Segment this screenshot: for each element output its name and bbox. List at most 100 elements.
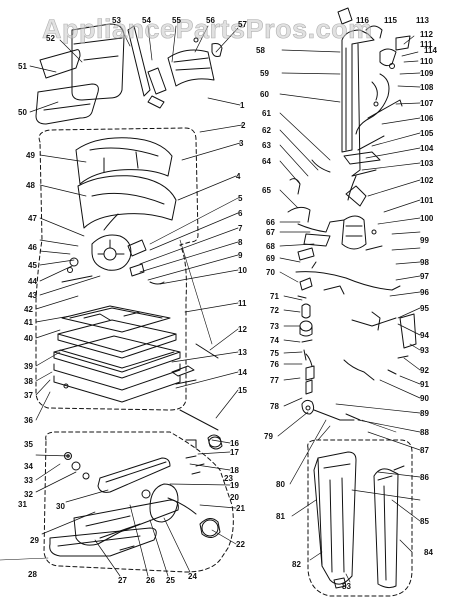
part-6-brush-holder bbox=[127, 239, 147, 257]
motor-housing-parts bbox=[53, 137, 181, 403]
callout-75: 75 bbox=[270, 349, 279, 358]
part-74-spacer bbox=[301, 339, 313, 343]
callout-95: 95 bbox=[420, 304, 429, 313]
part-92-clip bbox=[397, 355, 409, 359]
callout-54: 54 bbox=[142, 16, 151, 25]
callout-70: 70 bbox=[266, 268, 275, 277]
leader-lines bbox=[29, 25, 421, 583]
callout-65: 65 bbox=[262, 186, 271, 195]
callout-42: 42 bbox=[24, 305, 33, 314]
callout-100: 100 bbox=[420, 214, 434, 223]
part-90-wire bbox=[343, 359, 375, 381]
callout-98: 98 bbox=[420, 258, 429, 267]
connection-lines bbox=[317, 419, 397, 441]
part-42-shaft bbox=[61, 275, 93, 283]
callout-116: 116 bbox=[356, 16, 369, 25]
callout-34: 34 bbox=[24, 462, 33, 471]
part-28-base-plate bbox=[49, 527, 157, 557]
callout-22: 22 bbox=[236, 540, 245, 549]
part-113-cover bbox=[395, 35, 411, 51]
callout-26: 26 bbox=[146, 576, 155, 585]
callout-64: 64 bbox=[262, 157, 271, 166]
callout-31: 31 bbox=[18, 500, 27, 509]
callout-15: 15 bbox=[238, 386, 247, 395]
callout-110: 110 bbox=[420, 57, 433, 66]
part-20-nut bbox=[191, 471, 201, 475]
callout-62: 62 bbox=[262, 126, 271, 135]
group-outlines bbox=[35, 127, 413, 597]
part-43-washer bbox=[67, 267, 73, 273]
part-59-handle-tube bbox=[341, 29, 375, 153]
callout-79: 79 bbox=[264, 432, 273, 441]
callout-68: 68 bbox=[266, 242, 275, 251]
part-115-cord-hook bbox=[365, 25, 383, 39]
part-41-filter-top bbox=[61, 305, 171, 333]
callout-113: 113 bbox=[416, 16, 429, 25]
part-79-gear bbox=[301, 399, 315, 415]
part-104-spring bbox=[357, 135, 385, 151]
part-63-spring bbox=[311, 159, 331, 173]
callout-106: 106 bbox=[420, 114, 434, 123]
part-9-terminal bbox=[129, 263, 145, 277]
callout-108: 108 bbox=[420, 83, 434, 92]
part-60-handle-grip bbox=[351, 43, 361, 177]
callout-84: 84 bbox=[424, 548, 433, 557]
part-96-wire bbox=[323, 285, 345, 295]
callout-90: 90 bbox=[420, 394, 429, 403]
callout-52: 52 bbox=[46, 34, 55, 43]
callout-11: 11 bbox=[238, 299, 247, 308]
part-70-clip bbox=[299, 277, 313, 291]
part-106-cord-end bbox=[367, 99, 403, 119]
callout-39: 39 bbox=[24, 362, 33, 371]
part-107-cord bbox=[355, 73, 390, 135]
part-69-cord bbox=[295, 271, 393, 291]
callout-91: 91 bbox=[420, 380, 429, 389]
part-75-axle-pin bbox=[303, 349, 307, 361]
callout-33: 33 bbox=[24, 476, 33, 485]
callout-4: 4 bbox=[236, 172, 241, 181]
callout-17: 17 bbox=[230, 448, 239, 457]
part-91-screw bbox=[387, 369, 397, 375]
part-83-clip bbox=[333, 577, 347, 589]
part-47-motor-fan bbox=[91, 234, 132, 271]
part-101-bracket bbox=[345, 185, 367, 207]
part-89-shaft bbox=[313, 409, 355, 421]
handle-bag-group-outline bbox=[307, 439, 413, 597]
callout-38: 38 bbox=[24, 377, 33, 386]
callout-111: 111 bbox=[420, 40, 433, 49]
part-84-bag bbox=[373, 468, 399, 589]
callout-12: 12 bbox=[238, 325, 247, 334]
callout-35: 35 bbox=[24, 440, 33, 449]
part-17-pin bbox=[185, 439, 197, 449]
callout-47: 47 bbox=[28, 214, 37, 223]
part-50-bumper-strip bbox=[35, 83, 99, 125]
callout-99: 99 bbox=[420, 236, 429, 245]
callout-104: 104 bbox=[420, 144, 434, 153]
callout-56: 56 bbox=[206, 16, 215, 25]
callout-69: 69 bbox=[266, 254, 275, 263]
part-77-bushing bbox=[305, 365, 315, 381]
callout-16: 16 bbox=[230, 439, 239, 448]
part-25-belt-ring bbox=[149, 483, 179, 523]
callout-63: 63 bbox=[262, 141, 271, 150]
callout-77: 77 bbox=[270, 376, 279, 385]
callout-85: 85 bbox=[420, 517, 429, 526]
callout-92: 92 bbox=[420, 366, 429, 375]
callout-23: 23 bbox=[224, 474, 233, 483]
nozzle-parts bbox=[49, 452, 197, 557]
callout-57: 57 bbox=[238, 20, 247, 29]
callout-48: 48 bbox=[26, 181, 35, 190]
part-12-belt bbox=[195, 343, 219, 359]
callout-93: 93 bbox=[420, 346, 429, 355]
callout-18: 18 bbox=[230, 466, 239, 475]
callout-81: 81 bbox=[276, 512, 285, 521]
callout-6: 6 bbox=[238, 209, 243, 218]
callout-72: 72 bbox=[270, 306, 279, 315]
part-56-screw bbox=[193, 37, 199, 43]
part-116-switch bbox=[337, 7, 353, 25]
callout-88: 88 bbox=[420, 428, 429, 437]
callout-10: 10 bbox=[238, 266, 247, 275]
part-13-bracket bbox=[171, 365, 195, 377]
callout-112: 112 bbox=[420, 30, 433, 39]
